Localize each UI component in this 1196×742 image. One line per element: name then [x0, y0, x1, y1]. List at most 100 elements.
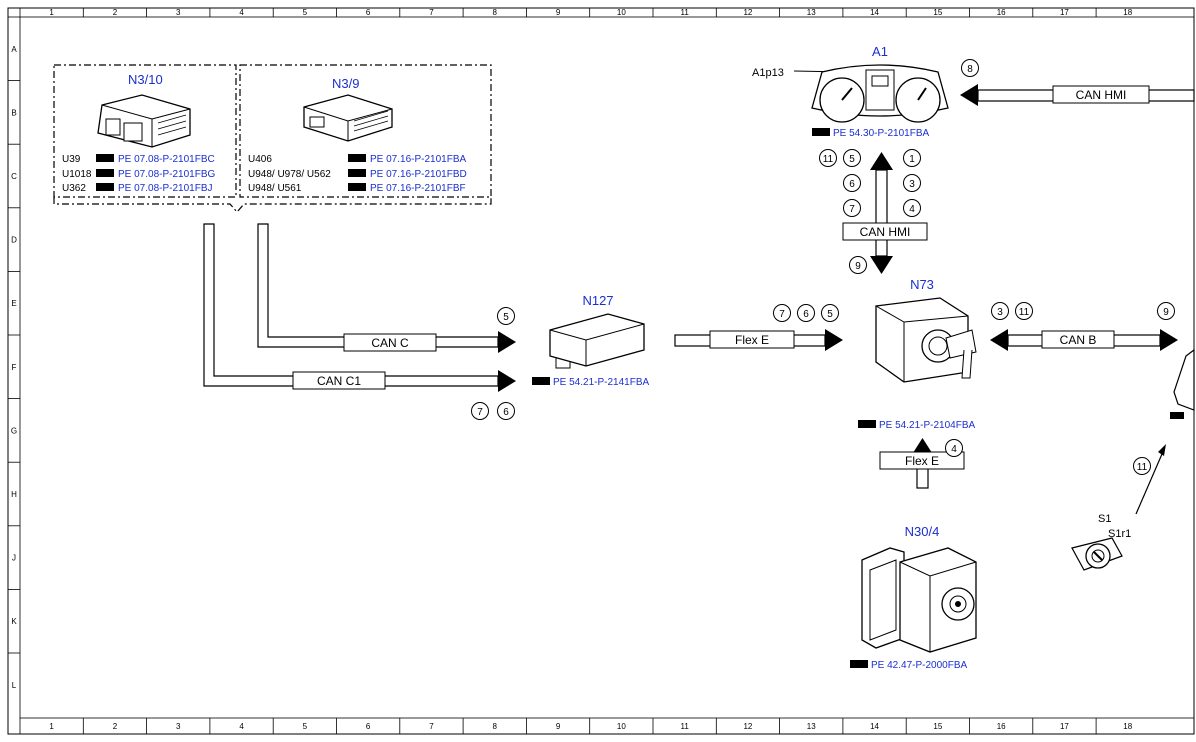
grid-row-label: C [11, 172, 17, 181]
grid-row-label: G [11, 426, 17, 435]
can-c-label: CAN C [371, 336, 409, 350]
marker-7-a1: 7 [843, 199, 861, 217]
svg-text:11: 11 [1137, 462, 1148, 473]
reference-hand-icon [348, 154, 366, 162]
grid-column-label: 7 [429, 8, 434, 17]
grid-column-label: 11 [680, 8, 689, 17]
marker-6-flex-e: 6 [797, 304, 815, 322]
ecu-n3-9-icon [303, 94, 393, 142]
n73-label: N73 [910, 277, 934, 292]
grid-column-label: 8 [493, 8, 498, 17]
grid-column-label: 2 [113, 722, 118, 731]
grid-column-label: 6 [366, 722, 371, 731]
n3-10-label: N3/10 [128, 72, 163, 87]
n3-9-component[interactable]: N3/9 U406 U948/ U978/ U562 U948/ U561 PE… [248, 76, 467, 194]
ecu-n3-10-icon [97, 94, 191, 148]
svg-text:11: 11 [823, 154, 834, 165]
a1-component[interactable]: A1 A1p13 PE 54.30-P-2101FBA [752, 44, 949, 139]
flex-e-bus-vertical: Flex E [879, 438, 965, 489]
reference-hand-icon [532, 377, 550, 385]
esp-control-unit-icon [861, 547, 977, 653]
marker-3-can-b: 3 [991, 302, 1009, 320]
n3-9-var-2-code: U948/ U561 [248, 183, 302, 194]
reference-hand-icon [812, 128, 830, 136]
marker-7-flex-e: 7 [773, 304, 791, 322]
svg-text:11: 11 [1019, 307, 1030, 318]
n3-10-var-1-ref[interactable]: PE 07.08-P-2101FBG [118, 169, 215, 180]
grid-column-label: 4 [239, 722, 244, 731]
svg-text:6: 6 [803, 309, 809, 320]
reference-hand-icon [858, 420, 876, 428]
grid-column-label: 10 [617, 8, 626, 17]
n30-4-label: N30/4 [905, 524, 940, 539]
grid-row-label: J [12, 554, 16, 563]
grid-row-label: L [12, 681, 17, 690]
n30-4-component[interactable]: N30/4 PE 42.47-P-2000FBA [850, 524, 977, 671]
engine-control-group [53, 64, 492, 213]
grid-column-label: 5 [303, 722, 308, 731]
n73-ref[interactable]: PE 54.21-P-2104FBA [879, 420, 975, 431]
reference-hand-icon [96, 154, 114, 162]
a1-label: A1 [872, 44, 888, 59]
marker-5-can-c: 5 [497, 307, 515, 325]
grid-column-label: 13 [807, 722, 816, 731]
grid-column-label: 2 [113, 8, 118, 17]
marker-7-can-c1: 7 [471, 402, 489, 420]
n3-9-var-2-ref[interactable]: PE 07.16-P-2101FBF [370, 183, 466, 194]
n3-10-component[interactable]: N3/10 U39 U1018 U362 PE 07.08-P-2101FBC … [62, 72, 215, 194]
marker-4-a1: 4 [903, 199, 921, 217]
can-b-label: CAN B [1060, 333, 1097, 347]
n3-9-var-1-ref[interactable]: PE 07.16-P-2101FBD [370, 169, 467, 180]
svg-text:9: 9 [855, 261, 861, 272]
grid-column-label: 15 [933, 722, 942, 731]
n3-10-var-2-ref[interactable]: PE 07.08-P-2101FBJ [118, 183, 213, 194]
n73-component[interactable]: N73 PE 54.21-P-2104FBA [858, 277, 977, 431]
grid-column-label: 13 [807, 8, 816, 17]
marker-1-a1: 1 [903, 149, 921, 167]
a1p13-label: A1p13 [752, 67, 784, 79]
flex-e-label-horizontal: Flex E [735, 333, 769, 347]
svg-text:7: 7 [849, 204, 855, 215]
svg-text:6: 6 [503, 407, 509, 418]
n127-label: N127 [582, 293, 613, 308]
grid-column-label: 14 [870, 722, 879, 731]
marker-5-a1: 5 [843, 149, 861, 167]
svg-text:5: 5 [503, 312, 509, 323]
reference-hand-icon [96, 183, 114, 191]
n3-9-var-0-ref[interactable]: PE 07.16-P-2101FBA [370, 154, 466, 165]
grid-row-label: F [12, 363, 17, 372]
can-hmi-bus-vertical: CAN HMI [842, 152, 928, 274]
marker-11-s1: 11 [1133, 457, 1151, 475]
flex-e-bus-horizontal: Flex E [674, 329, 843, 351]
n3-10-var-0-ref[interactable]: PE 07.08-P-2101FBC [118, 154, 215, 165]
grid-column-label: 3 [176, 8, 181, 17]
grid-column-label: 8 [493, 722, 498, 731]
marker-5-flex-e: 5 [821, 304, 839, 322]
n3-10-var-1-code: U1018 [62, 169, 92, 180]
marker-4-n73: 4 [945, 439, 963, 457]
n30-4-ref[interactable]: PE 42.47-P-2000FBA [871, 660, 967, 671]
grid-column-label: 9 [556, 722, 561, 731]
n3-10-var-0-code: U39 [62, 154, 81, 165]
n3-10-var-2-code: U362 [62, 183, 86, 194]
can-c-bus: CAN C [257, 223, 516, 353]
can-hmi-label-vertical: CAN HMI [860, 225, 911, 239]
s1r1-label: S1r1 [1108, 528, 1131, 540]
a1-ref[interactable]: PE 54.30-P-2101FBA [833, 128, 929, 139]
grid-row-label: B [11, 108, 16, 117]
can-b-bus: CAN B [990, 329, 1178, 351]
n127-component[interactable]: N127 PE 54.21-P-2141FBA [532, 293, 649, 388]
can-hmi-bus-top: CAN HMI [960, 84, 1195, 106]
svg-text:3: 3 [997, 307, 1003, 318]
s1-label: S1 [1098, 513, 1111, 525]
marker-11-can-b: 11 [1015, 302, 1033, 320]
grid-column-label: 14 [870, 8, 879, 17]
can-hmi-label-top: CAN HMI [1076, 88, 1127, 102]
module-n127-icon [549, 313, 645, 369]
grid-column-label: 5 [303, 8, 308, 17]
marker-6-a1: 6 [843, 174, 861, 192]
frame-inner [19, 16, 1195, 719]
n127-ref[interactable]: PE 54.21-P-2141FBA [553, 377, 649, 388]
reference-hand-icon [850, 660, 868, 668]
s1-component[interactable]: 11 S1 S1r1 [1071, 444, 1166, 571]
